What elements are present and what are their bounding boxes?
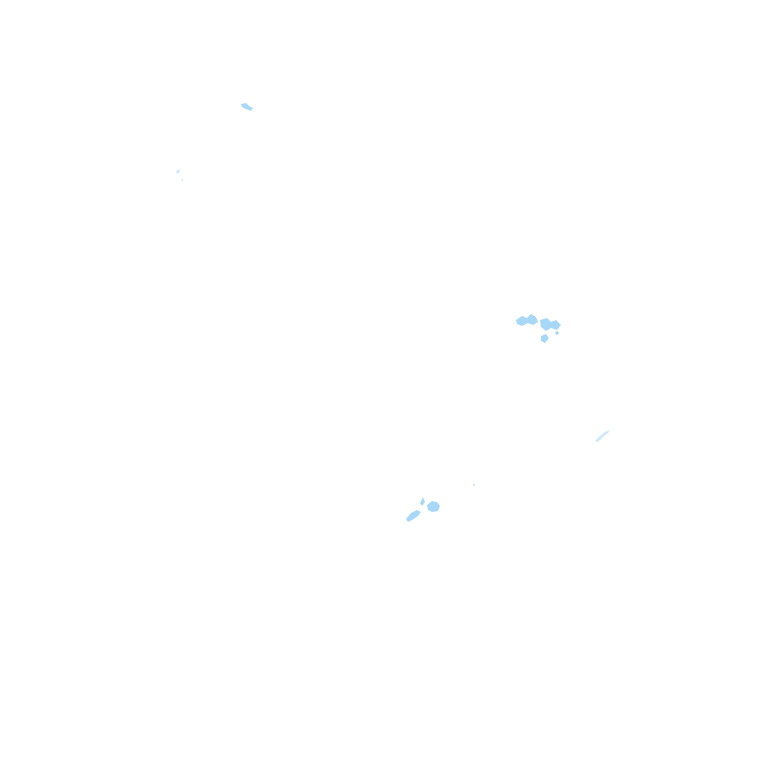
water-patch	[516, 314, 561, 343]
water-patch	[241, 103, 253, 111]
water-patch	[595, 430, 610, 442]
water-patch	[176, 169, 183, 182]
water-patch	[406, 497, 440, 522]
water-patch	[472, 483, 476, 487]
